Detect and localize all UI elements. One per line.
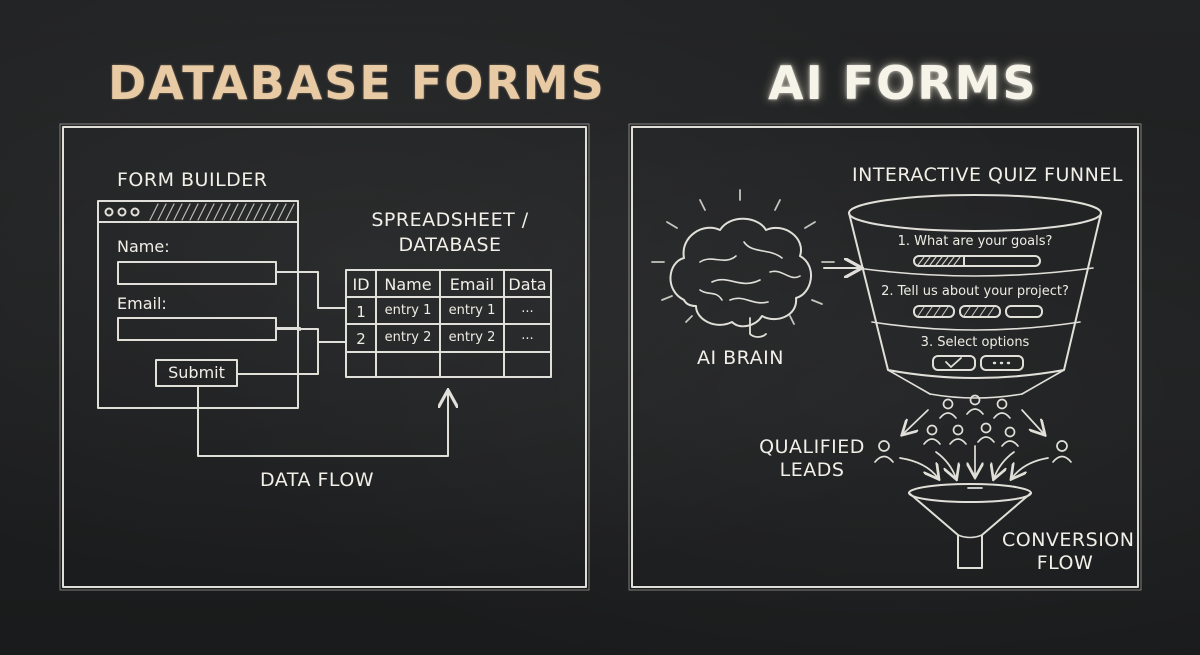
- conversion-funnel-icon: [908, 483, 1032, 569]
- window-dot-icon: [117, 207, 127, 217]
- conversion-flow-label-line2: FLOW: [1036, 552, 1094, 574]
- qualified-leads-label-line1: QUALIFIED: [759, 436, 865, 458]
- person-icon: [939, 398, 957, 419]
- data-flow-label: DATA FLOW: [260, 469, 375, 491]
- email-input-box: [117, 317, 277, 341]
- brain-icon: [651, 189, 835, 338]
- person-icon: [949, 424, 967, 445]
- person-icon: [966, 394, 984, 415]
- table-cell: 2: [356, 330, 366, 348]
- table-cell: entry 1: [448, 303, 496, 318]
- spreadsheet-label-line1: SPREADSHEET /: [371, 209, 529, 231]
- option-box: [1005, 305, 1043, 318]
- right-panel-title: AI FORMS: [768, 56, 1038, 110]
- qualified-leads-label-line2: LEADS: [779, 459, 845, 481]
- email-field-label: Email:: [117, 294, 167, 313]
- person-icon: [923, 424, 941, 445]
- funnel-icon: [848, 194, 1102, 399]
- left-panel-frame: [62, 126, 587, 588]
- table-header-cell: Data: [508, 275, 547, 294]
- quiz-question-3: 3. Select options: [920, 335, 1030, 350]
- quiz-question-2: 2. Tell us about your project?: [881, 284, 1069, 299]
- left-panel-title: DATABASE FORMS: [108, 56, 606, 110]
- submit-button-label: Submit: [168, 363, 225, 382]
- form-to-table-connectors: [236, 271, 347, 375]
- name-field-label: Name:: [117, 237, 170, 256]
- conversion-flow-label-line1: CONVERSION: [1002, 529, 1135, 551]
- flow-arrows: [899, 409, 1049, 489]
- option-box: [913, 305, 955, 318]
- table-cell: ...: [521, 301, 534, 316]
- table-header-cell: Email: [449, 275, 495, 294]
- table-cell: entry 1: [384, 303, 432, 318]
- ai-brain-label: AI BRAIN: [697, 347, 784, 369]
- person-icon: [1001, 426, 1019, 447]
- table-cell: entry 2: [448, 330, 496, 345]
- funnel-label: INTERACTIVE QUIZ FUNNEL: [852, 164, 1123, 186]
- select-option-box: [980, 355, 1024, 371]
- data-flow-arrow: [197, 385, 448, 457]
- person-icon: [874, 440, 894, 463]
- table-header-cell: Name: [384, 275, 432, 294]
- leads-people-icons: [874, 394, 1072, 463]
- spreadsheet-table-grid: [345, 269, 552, 378]
- table-cell: 1: [356, 303, 366, 321]
- name-input-box: [117, 261, 277, 285]
- window-dot-icon: [130, 207, 140, 217]
- checkmark-icon: [945, 357, 962, 368]
- select-option-box: [932, 355, 976, 371]
- table-cell: ...: [521, 328, 534, 343]
- right-panel-frame: [631, 126, 1139, 588]
- table-cell: entry 2: [384, 330, 432, 345]
- quiz-question-1: 1. What are your goals?: [897, 234, 1053, 249]
- person-icon: [1052, 440, 1072, 463]
- table-header-cell: ID: [352, 275, 370, 294]
- option-box: [959, 305, 1001, 318]
- form-builder-label: FORM BUILDER: [117, 169, 268, 191]
- person-icon: [977, 422, 995, 443]
- spreadsheet-label-line2: DATABASE: [398, 234, 502, 256]
- progress-bar: [913, 255, 1041, 267]
- window-dot-icon: [104, 207, 114, 217]
- person-icon: [993, 398, 1011, 419]
- quiz-widgets: [913, 255, 1043, 371]
